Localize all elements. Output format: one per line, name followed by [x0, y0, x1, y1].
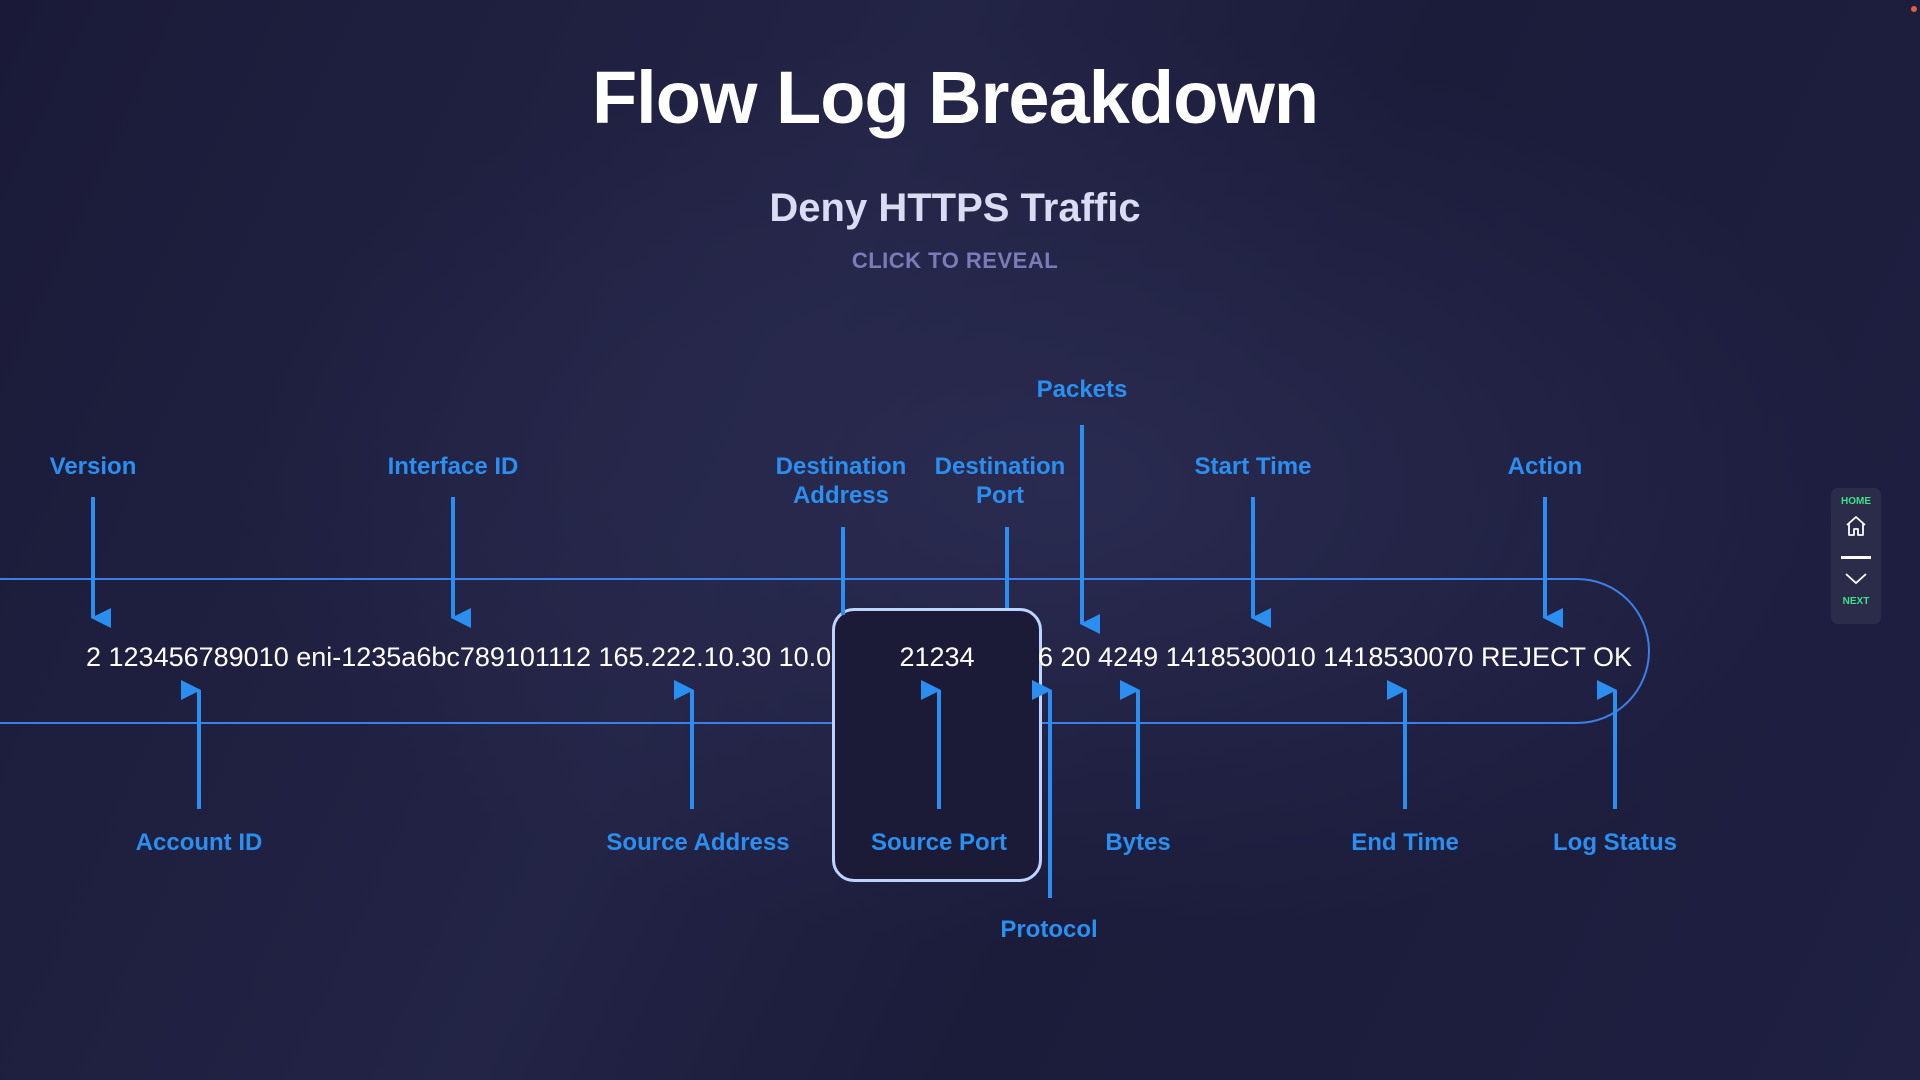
next-button[interactable]: NEXT — [1831, 564, 1881, 624]
source-port-value: 21234 — [899, 642, 975, 672]
label-protocol: Protocol — [1000, 916, 1098, 943]
label-destination-port: Destination Port — [934, 453, 1066, 509]
label-version: Version — [49, 453, 137, 480]
slide-title: Flow Log Breakdown — [591, 56, 1319, 139]
label-packets: Packets — [1036, 376, 1128, 403]
home-label: HOME — [1841, 496, 1871, 507]
record-text-left: 2 123456789010 eni-1235a6bc789101112 165… — [86, 642, 832, 672]
label-action: Action — [1507, 453, 1583, 480]
label-account-id: Account ID — [135, 829, 263, 856]
label-destination-address: Destination Address — [775, 453, 907, 509]
nav-divider — [1841, 556, 1871, 559]
label-bytes: Bytes — [1105, 829, 1171, 856]
label-start-time: Start Time — [1194, 453, 1312, 480]
next-label: NEXT — [1842, 596, 1870, 607]
click-to-reveal-button[interactable]: CLICK TO REVEAL — [851, 248, 1059, 273]
slide-subtitle: Deny HTTPS Traffic — [769, 186, 1141, 230]
home-icon — [1846, 516, 1866, 536]
record-text-right: 6 20 4249 1418530010 1418530070 REJECT O… — [1038, 642, 1632, 672]
slide-nav: HOME NEXT — [1831, 488, 1881, 624]
chevron-down-icon — [1845, 573, 1867, 585]
label-log-status: Log Status — [1553, 829, 1677, 856]
status-dot — [1911, 6, 1917, 12]
label-source-port: Source Port — [870, 829, 1008, 856]
label-source-address: Source Address — [606, 829, 790, 856]
home-button[interactable]: HOME — [1831, 488, 1881, 548]
label-interface-id: Interface ID — [387, 453, 519, 480]
label-end-time: End Time — [1351, 829, 1459, 856]
record-band — [0, 578, 1650, 724]
